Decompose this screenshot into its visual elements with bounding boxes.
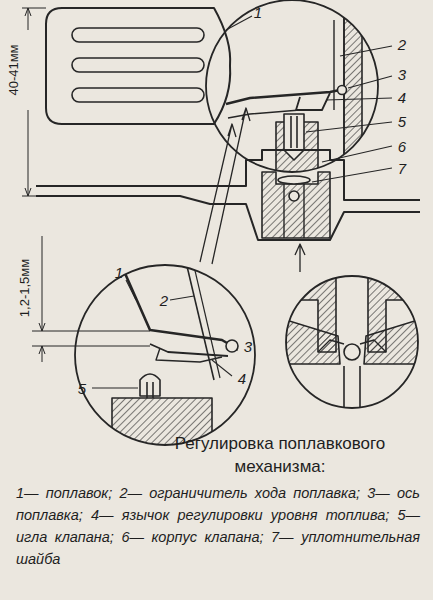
callout-number: 3 <box>398 67 406 82</box>
callout-number: 2 <box>398 37 406 52</box>
dimension-label: 40-41мм <box>7 44 20 95</box>
callout-number: 7 <box>398 161 406 176</box>
callout-number: 5 <box>78 381 86 396</box>
callout-number: 1 <box>254 5 262 20</box>
callout-number: 4 <box>398 90 406 105</box>
figure-caption: 1— поплавок; 2— ограничитель хода поплав… <box>16 482 420 570</box>
dimension-label: 1,2-1,5мм <box>18 259 31 317</box>
callout-number: 3 <box>244 339 252 354</box>
callout-number: 4 <box>238 371 246 386</box>
callout-number: 6 <box>398 139 406 154</box>
callout-number: 5 <box>398 114 406 129</box>
callout-number: 2 <box>160 293 168 308</box>
figure-title: Регулировка поплавкового механизма: <box>140 432 420 478</box>
callout-number: 1 <box>115 265 123 280</box>
